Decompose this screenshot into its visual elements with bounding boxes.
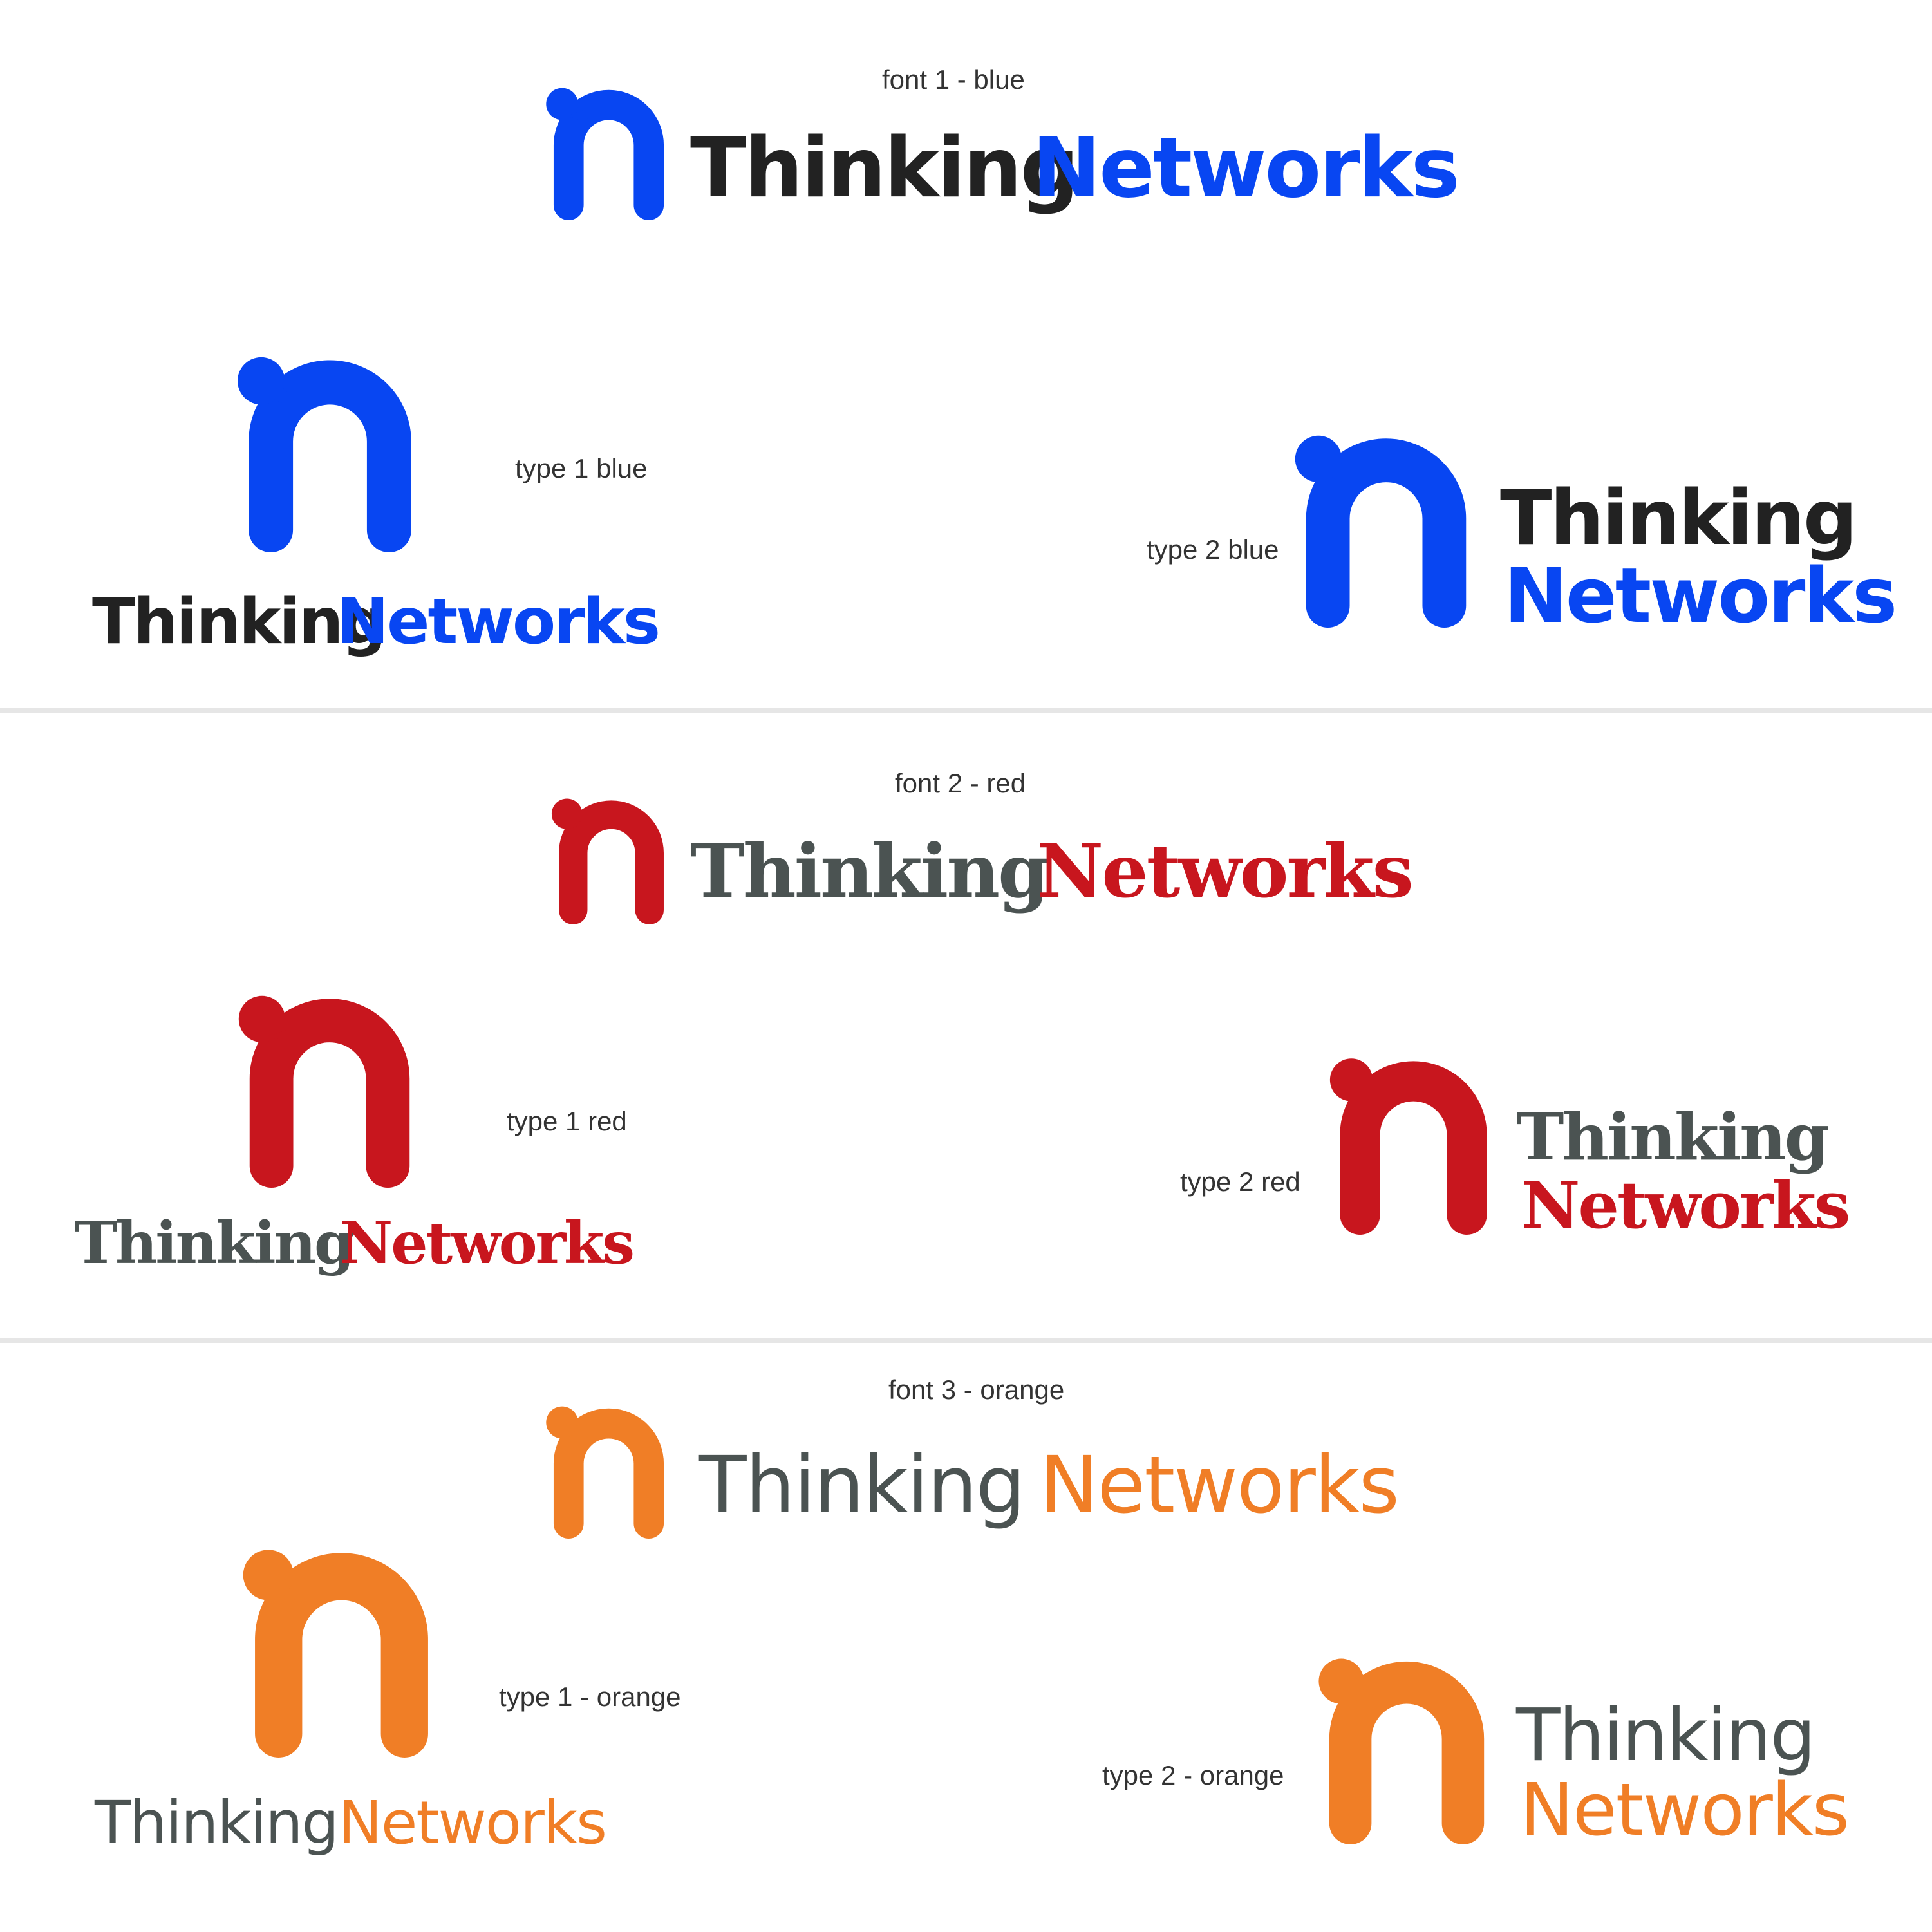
type-1-orange-caption: type 1 - orange (499, 1682, 681, 1712)
type-1-red-caption: type 1 red (507, 1106, 627, 1136)
n-speech-bubble-icon (1325, 1055, 1502, 1235)
n-speech-bubble-icon (1290, 431, 1483, 628)
logo-word-networks: Networks (1504, 551, 1897, 640)
section-divider (0, 708, 1932, 713)
n-speech-bubble-icon (1313, 1655, 1500, 1844)
n-speech-bubble-icon (232, 353, 428, 552)
section-2-caption: font 2 - red (895, 768, 1026, 798)
logo-word-thinking: Thinking (690, 120, 1079, 216)
type-2-red-caption: type 2 red (1180, 1167, 1300, 1197)
logo-word-networks: Networks (340, 1209, 635, 1277)
logo-word-networks: Networks (1520, 1768, 1850, 1852)
logo-word-thinking: Thinking (1500, 473, 1857, 562)
logo-word-networks: Networks (1036, 828, 1414, 914)
logo-word-networks: Networks (336, 585, 661, 659)
logo-word-thinking: Thinking (1516, 1099, 1830, 1175)
type-2-orange-caption: type 2 - orange (1102, 1760, 1284, 1790)
n-speech-bubble-icon (233, 991, 426, 1188)
logo-word-thinking: Thinking (95, 1788, 339, 1857)
logo-word-thinking: Thinking (1516, 1694, 1816, 1777)
section-3-caption: font 3 - orange (888, 1374, 1065, 1405)
logo-word-networks: Networks (1032, 120, 1460, 216)
n-speech-bubble-icon (543, 85, 675, 220)
section-divider (0, 1338, 1932, 1343)
section-1-caption: font 1 - blue (882, 64, 1025, 95)
logo-word-networks: Networks (1521, 1167, 1850, 1243)
logo-word-networks: Networks (338, 1788, 607, 1857)
n-speech-bubble-icon (543, 1403, 675, 1539)
logo-word-thinking: Thinking (92, 585, 387, 659)
type-1-blue-caption: type 1 blue (515, 453, 648, 483)
n-speech-bubble-icon (237, 1545, 446, 1758)
logo-word-thinking: Thinking (74, 1209, 355, 1277)
type-2-blue-caption: type 2 blue (1147, 534, 1279, 565)
logo-word-thinking: Thinking (699, 1440, 1026, 1531)
logo-word-thinking: Thinking (690, 828, 1049, 914)
n-speech-bubble-icon (549, 796, 674, 924)
logo-word-networks: Networks (1040, 1440, 1400, 1531)
